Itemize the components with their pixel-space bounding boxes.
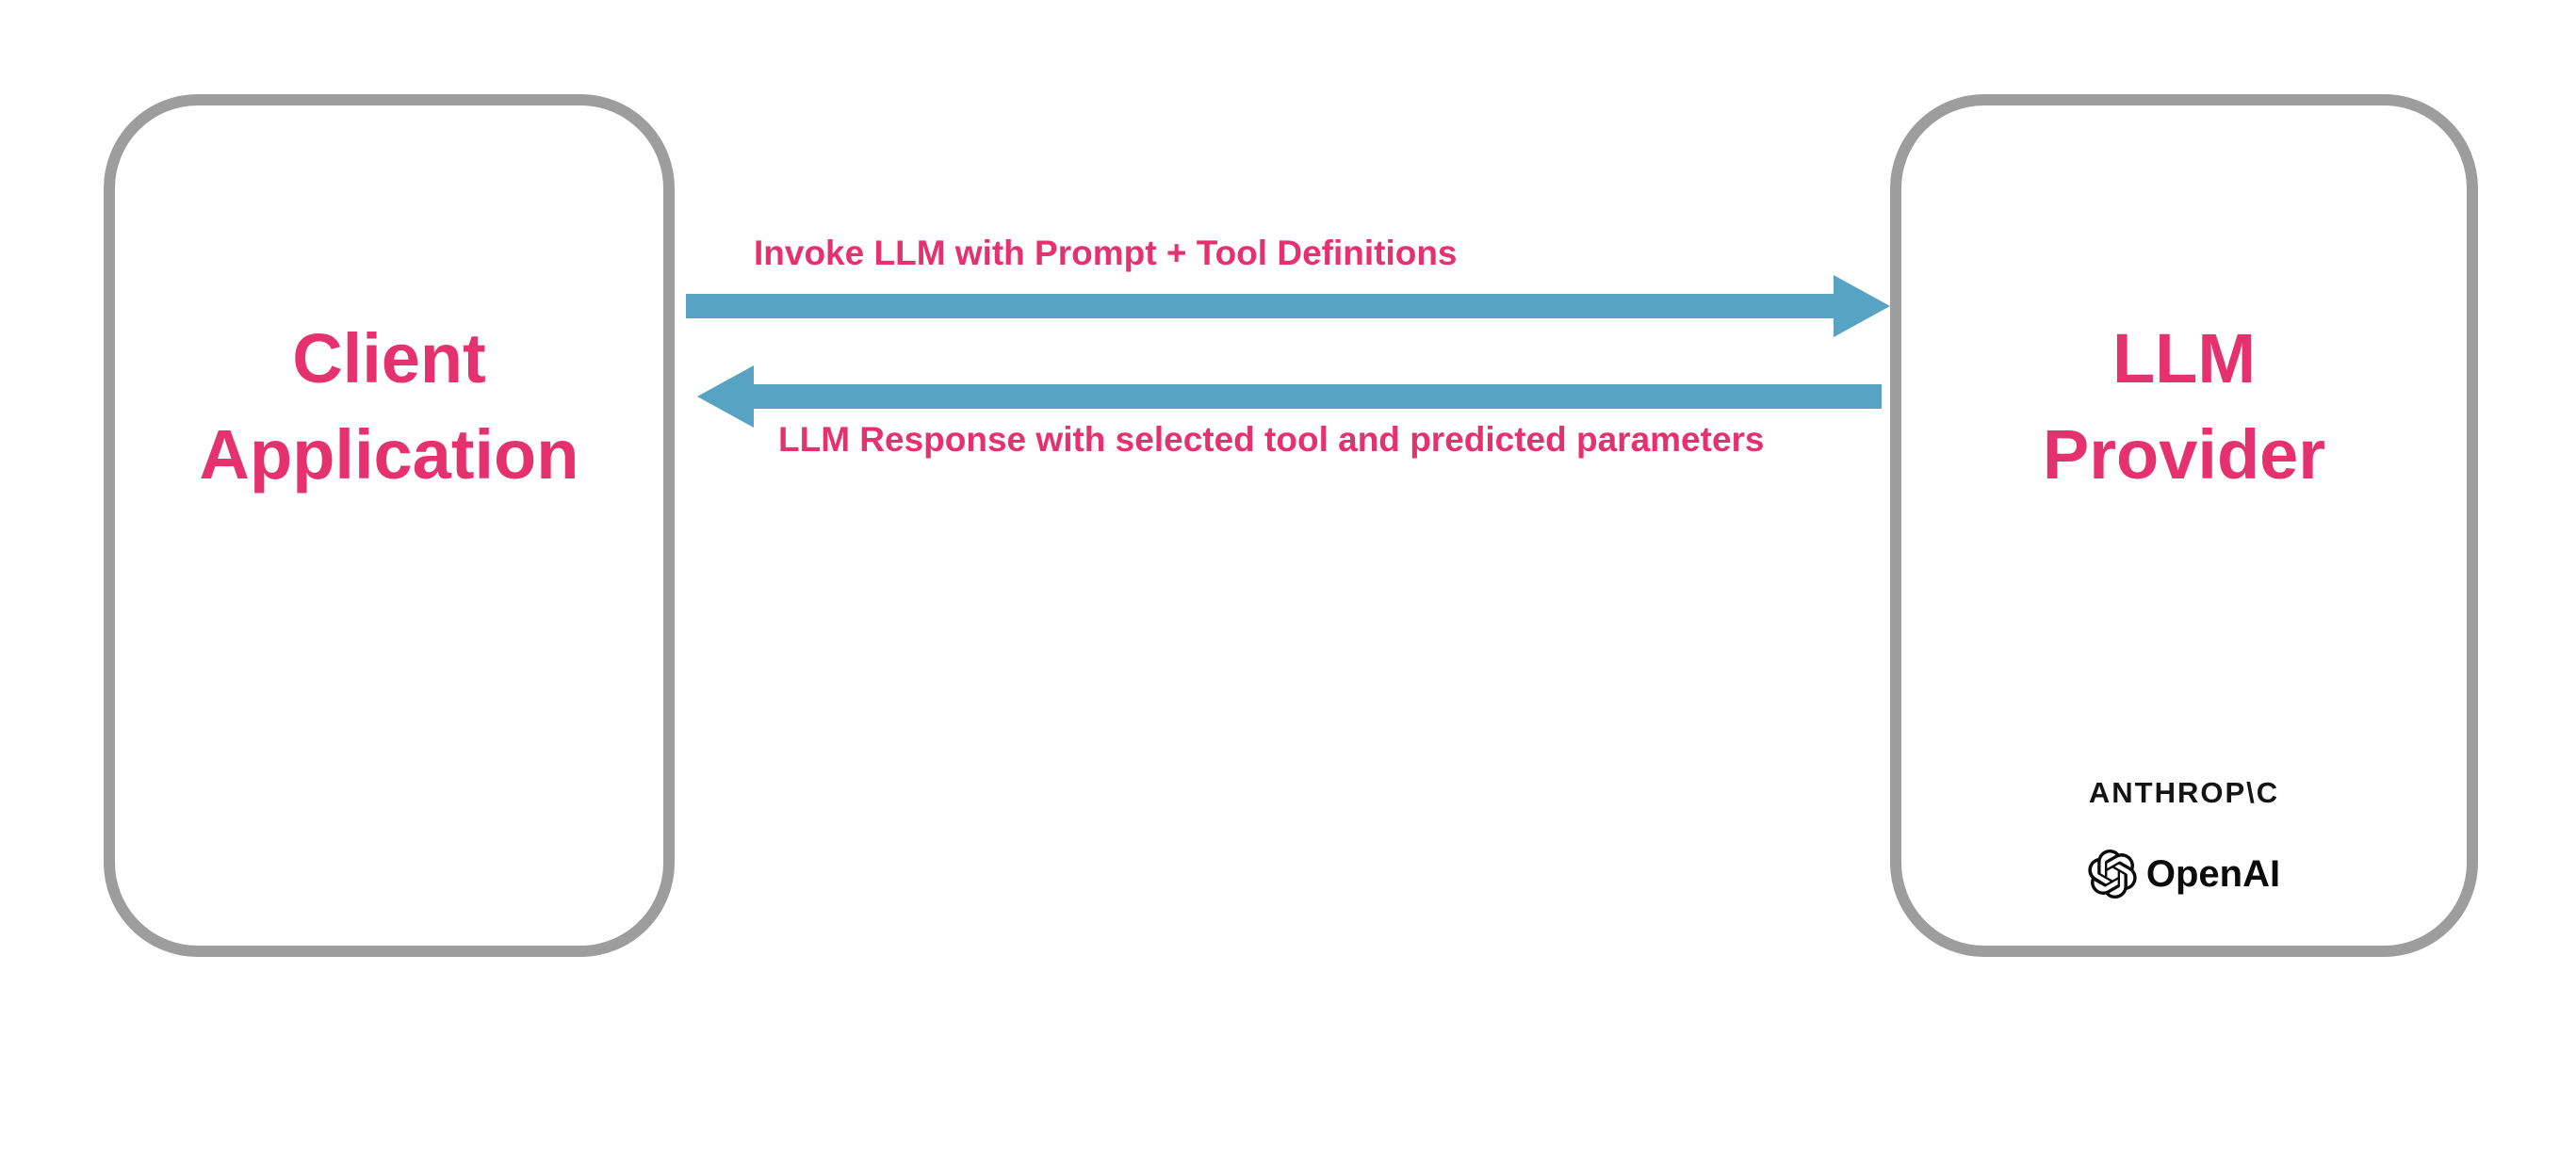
arrowhead-right-icon [1834,275,1890,337]
client-application-label-line2: Application [199,415,579,494]
client-application-box [104,94,675,957]
openai-logo-icon [2088,850,2137,899]
llm-provider-label-line1: LLM [2111,319,2257,397]
client-application-label-line1: Client [292,319,486,397]
arrowhead-left-icon [697,365,754,428]
llm-provider-label-line2: Provider [2042,415,2326,494]
llm-provider-label: LLM Provider [1890,311,2478,503]
request-arrow-label: Invoke LLM with Prompt + Tool Definition… [754,234,1458,272]
anthropic-wordmark: ANTHROP\C [2088,776,2280,809]
openai-wordmark: OpenAI [2145,852,2281,895]
llm-provider-box [1890,94,2478,957]
request-arrow [686,294,1837,318]
response-arrow [751,384,1882,409]
openai-brand-row: OpenAI [1890,846,2478,902]
response-arrow-label: LLM Response with selected tool and pred… [778,420,1765,459]
client-application-label: Client Application [104,311,675,503]
